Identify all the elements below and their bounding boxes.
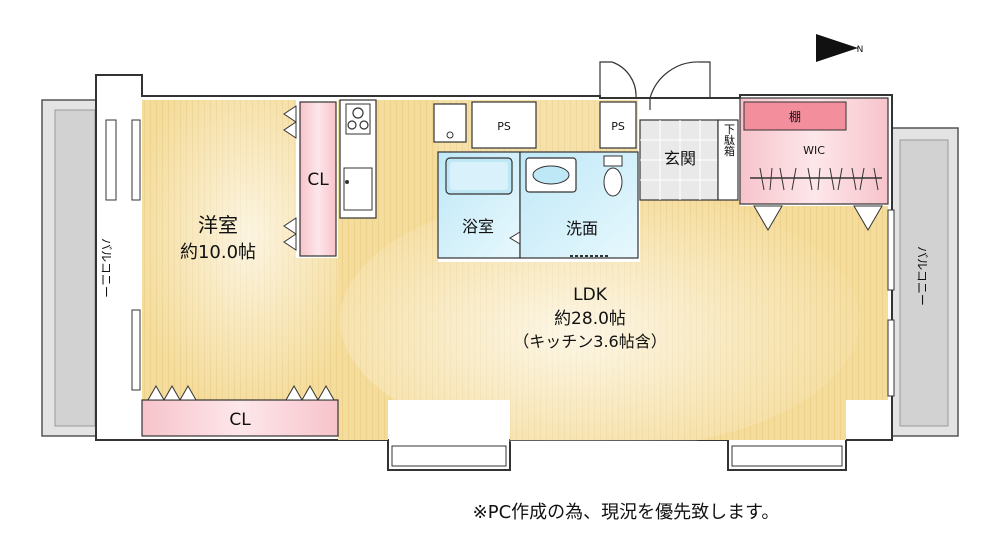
footer-note: ※PC作成の為、現況を優先致します。 [473,502,780,523]
ps-right-label: PS [611,120,625,133]
western-room-size: 約10.0帖 [180,242,256,263]
western-room-name: 洋室 [198,213,238,237]
compass-icon [812,22,864,74]
entrance-doors [599,61,711,110]
closet-side-doors [283,105,297,251]
shoe-box [717,119,739,201]
ps-left [471,101,537,149]
refrigerator [433,103,467,143]
compass-north-label: N [857,45,864,55]
ldk-name: LDK [573,285,608,305]
washroom-label: 洗面 [566,219,598,238]
wic-shelf-label: 棚 [789,109,801,124]
walk-in-closet [739,97,889,231]
ldk-size: 約28.0帖 [554,309,626,329]
closet-bottom [141,399,339,437]
balcony-right [889,127,959,437]
shoe-box-label: 下駄箱 [723,124,736,158]
kitchen-counter [339,99,377,219]
closet-side [299,101,337,257]
closet-side-label: CL [307,170,329,190]
balcony-right-label: バルコニー [915,246,929,306]
ps-left-label: PS [497,120,511,133]
ldk-note: （キッチン3.6帖含） [513,332,666,351]
bath-label: 浴室 [462,217,494,236]
ps-right [599,101,637,149]
closet-bottom-doors [147,384,335,401]
entrance-label: 玄関 [664,149,696,168]
windows [105,119,895,467]
washroom [519,151,639,259]
bathroom [437,151,521,259]
balcony-left-label: バルコニー [99,238,113,298]
wic-label: WIC [803,144,825,157]
closet-bottom-label: CL [229,410,251,430]
